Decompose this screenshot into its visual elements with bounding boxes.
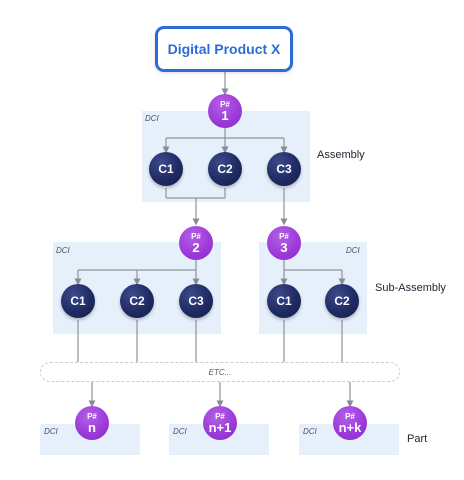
level-label-part: Part	[407, 433, 428, 445]
p-node-value: 2	[192, 239, 200, 255]
component-c3: C3	[179, 284, 213, 318]
p-node-2: P# 2	[179, 226, 213, 260]
p-node-value: n+1	[208, 419, 232, 435]
dci-tag-part-n: DCI	[44, 427, 58, 436]
p-node-prefix: P#	[220, 99, 230, 109]
dci-tag-sub-assembly-2: DCI	[56, 246, 70, 255]
p-node-3: P# 3	[267, 226, 301, 260]
digital-product-title: Digital Product X	[155, 26, 293, 72]
p-node-n-plus-k: P# n+k	[333, 406, 367, 440]
etc-label: ETC...	[208, 367, 232, 377]
dci-tag-sub-assembly-3: DCI	[346, 246, 360, 255]
component-c1: C1	[149, 152, 183, 186]
p-node-prefix: P#	[215, 411, 225, 421]
p-node-prefix: P#	[345, 411, 355, 421]
level-label-assembly: Assembly	[317, 149, 365, 161]
p-node-value: 3	[280, 239, 288, 255]
level-label-sub-assembly: Sub-Assembly	[375, 282, 446, 294]
p-node-value: n	[88, 419, 96, 435]
dci-tag-assembly: DCI	[145, 114, 159, 123]
component-c2: C2	[208, 152, 242, 186]
component-c2: C2	[120, 284, 154, 318]
p-node-1: P# 1	[208, 94, 242, 128]
component-c1: C1	[267, 284, 301, 318]
dci-tag-part-n1: DCI	[173, 427, 187, 436]
component-c1: C1	[61, 284, 95, 318]
p-node-value: n+k	[338, 419, 362, 435]
component-c3: C3	[267, 152, 301, 186]
p-node-n-plus-1: P# n+1	[203, 406, 237, 440]
p-node-prefix: P#	[279, 231, 289, 241]
p-node-value: 1	[221, 107, 229, 123]
dci-tag-part-nk: DCI	[303, 427, 317, 436]
component-c2: C2	[325, 284, 359, 318]
etc-band: ETC...	[40, 362, 400, 382]
p-node-n: P# n	[75, 406, 109, 440]
p-node-prefix: P#	[87, 411, 97, 421]
p-node-prefix: P#	[191, 231, 201, 241]
